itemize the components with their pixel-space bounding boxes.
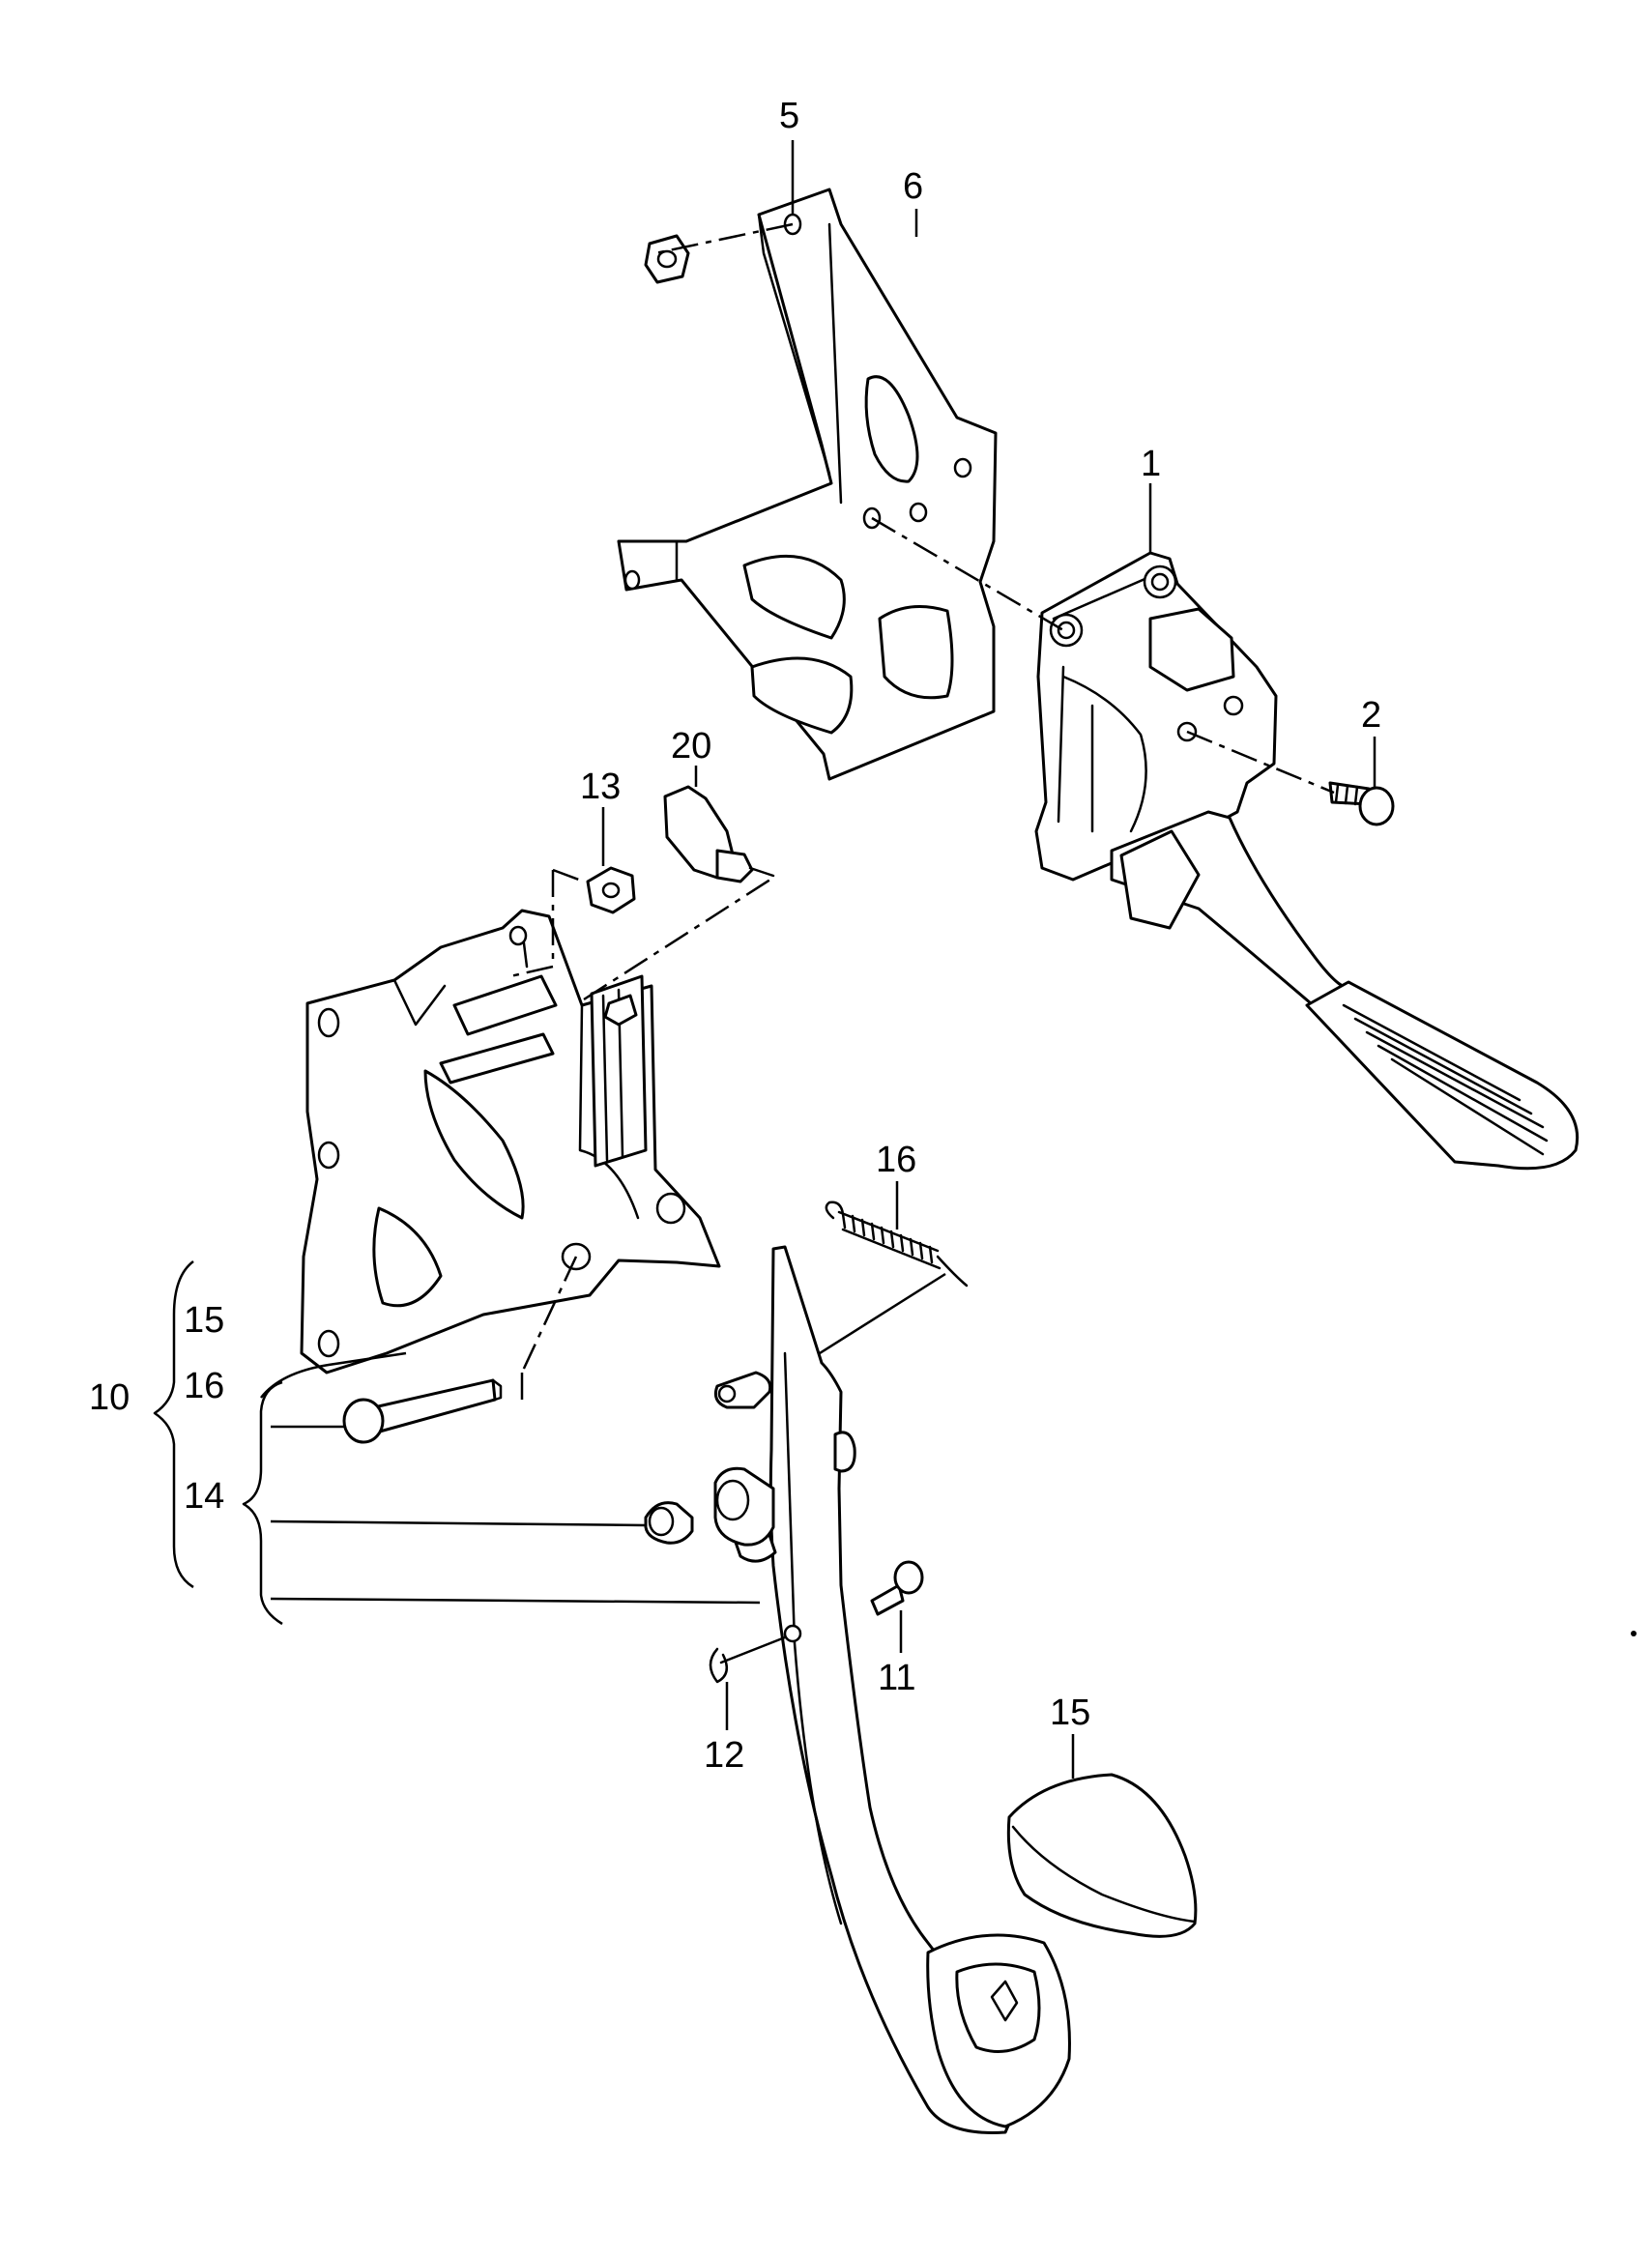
part-13-nut: [586, 866, 636, 914]
callout-labels: 5 6 1 2 20 13 16 15 16 10 14 11 12 15: [89, 96, 1381, 1776]
accelerator-pedal-module: [1034, 551, 1580, 1171]
part-14-bushing-and-pivot: [644, 1466, 775, 1547]
callout-20: 20: [671, 726, 711, 767]
callout-10: 10: [89, 1377, 130, 1418]
alignment-lines: [509, 222, 1335, 1403]
part-15-pedal-pad: [1006, 1773, 1198, 1938]
callout-12: 12: [704, 1735, 744, 1776]
part-20-brake-light-switch: [663, 785, 775, 883]
leader-lines: [260, 140, 1377, 1779]
callout-14: 14: [184, 1476, 224, 1517]
callout-16-spring: 16: [876, 1140, 916, 1180]
callout-1: 1: [1141, 444, 1161, 484]
reference-braces: [153, 1260, 283, 1626]
callout-6: 6: [903, 166, 923, 207]
upper-mounting-bracket: [617, 188, 998, 781]
callout-16-group: 16: [184, 1366, 224, 1406]
lower-pedal-bracket: [300, 909, 721, 1374]
part-11-pin: [870, 1560, 924, 1616]
part-6-nut: [644, 234, 690, 284]
clutch-pedal-lever: [713, 1245, 1071, 2134]
stray-dot: [1631, 1631, 1637, 1636]
callout-15-group: 15: [184, 1300, 224, 1341]
part-16-return-spring: [825, 1201, 969, 1288]
part-12-clip: [709, 1635, 787, 1684]
callout-11: 11: [878, 1658, 915, 1698]
callout-2: 2: [1361, 695, 1381, 736]
callout-5: 5: [779, 96, 799, 136]
part-2-bolt: [1328, 781, 1395, 826]
callout-15-pad: 15: [1050, 1693, 1090, 1733]
part-10-pivot-pin: [342, 1378, 503, 1444]
callout-13: 13: [580, 767, 621, 807]
